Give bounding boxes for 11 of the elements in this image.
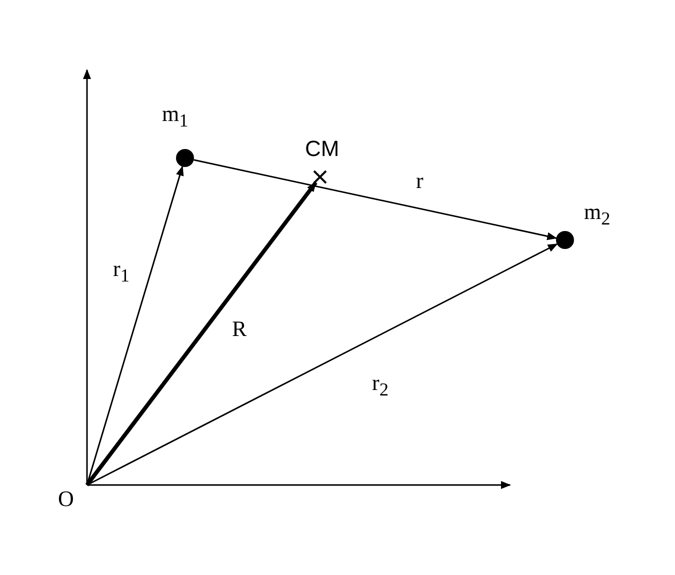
edge-label: r — [416, 170, 424, 192]
edge-label: r$_{2}$ — [372, 372, 388, 399]
vector-arrow — [85, 181, 318, 486]
vector-arrow — [194, 159, 558, 240]
mass-label: m$_{1}$ — [162, 103, 188, 130]
vector-arrow — [86, 243, 558, 486]
point-label: CM — [305, 138, 340, 160]
edge-label: r$_{1}$ — [113, 258, 130, 285]
edge-label: R — [232, 318, 247, 340]
origin-label: O — [58, 486, 74, 511]
mass-label: m$_{2}$ — [584, 201, 610, 228]
